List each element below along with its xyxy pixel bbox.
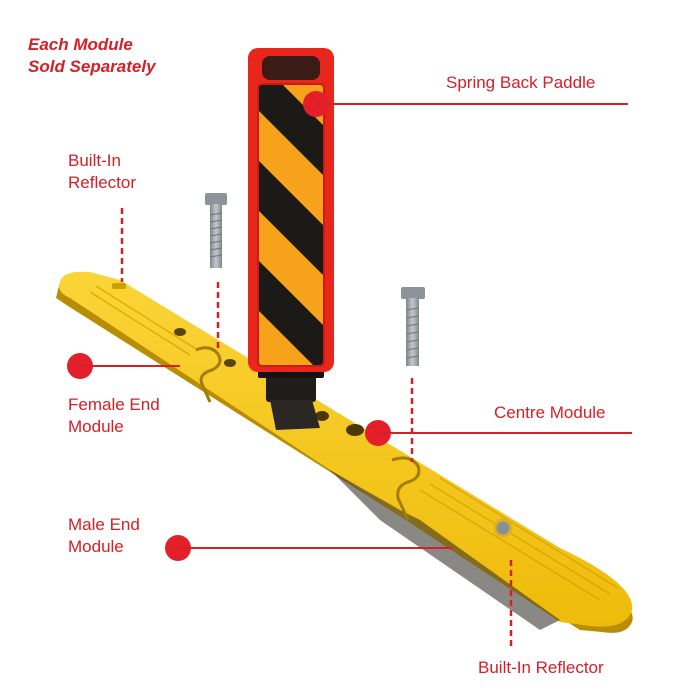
label-male-line-1: Male End bbox=[68, 515, 140, 534]
bolt-left bbox=[205, 193, 227, 268]
base-rubber-strip bbox=[330, 470, 560, 630]
centre-male-joint bbox=[391, 456, 421, 521]
base-top-surface bbox=[59, 271, 633, 627]
label-female-line-2: Module bbox=[68, 417, 124, 436]
base-hole bbox=[174, 328, 186, 336]
callout-male-leader bbox=[165, 535, 452, 561]
label-centre-module: Centre Module bbox=[494, 403, 606, 422]
sold-separately-headline: Each Module Sold Separately bbox=[28, 34, 156, 78]
delineator-base bbox=[56, 271, 633, 633]
female-centre-joint bbox=[195, 346, 222, 403]
paddle-top-handle bbox=[262, 56, 320, 80]
label-reflector-top-line-1: Built-In bbox=[68, 151, 121, 170]
reflector-top-lens bbox=[112, 283, 126, 289]
spring-back-paddle bbox=[248, 48, 334, 372]
reflector-bottom-lens bbox=[493, 518, 513, 538]
label-female-end-module: Female End Module bbox=[68, 394, 160, 438]
base-hole bbox=[346, 424, 364, 436]
headline-line-1: Each Module bbox=[28, 35, 133, 54]
base-hole bbox=[224, 359, 236, 367]
base-hole bbox=[315, 411, 329, 421]
headline-line-2: Sold Separately bbox=[28, 57, 156, 76]
bolt-right bbox=[401, 287, 425, 366]
label-female-line-1: Female End bbox=[68, 395, 160, 414]
label-reflector-top-line-2: Reflector bbox=[68, 173, 137, 192]
label-male-end-module: Male End Module bbox=[68, 514, 140, 558]
callout-female-leader bbox=[67, 353, 180, 379]
label-built-in-reflector-top: Built-In Reflector bbox=[68, 150, 136, 194]
label-spring-back-paddle: Spring Back Paddle bbox=[446, 73, 596, 92]
label-built-in-reflector-bottom: Built-In Reflector bbox=[478, 658, 604, 677]
paddle-hazard-stripes bbox=[258, 84, 324, 366]
callout-paddle-leader bbox=[303, 91, 628, 117]
label-male-line-2: Module bbox=[68, 537, 124, 556]
callout-centre-leader bbox=[365, 420, 632, 446]
